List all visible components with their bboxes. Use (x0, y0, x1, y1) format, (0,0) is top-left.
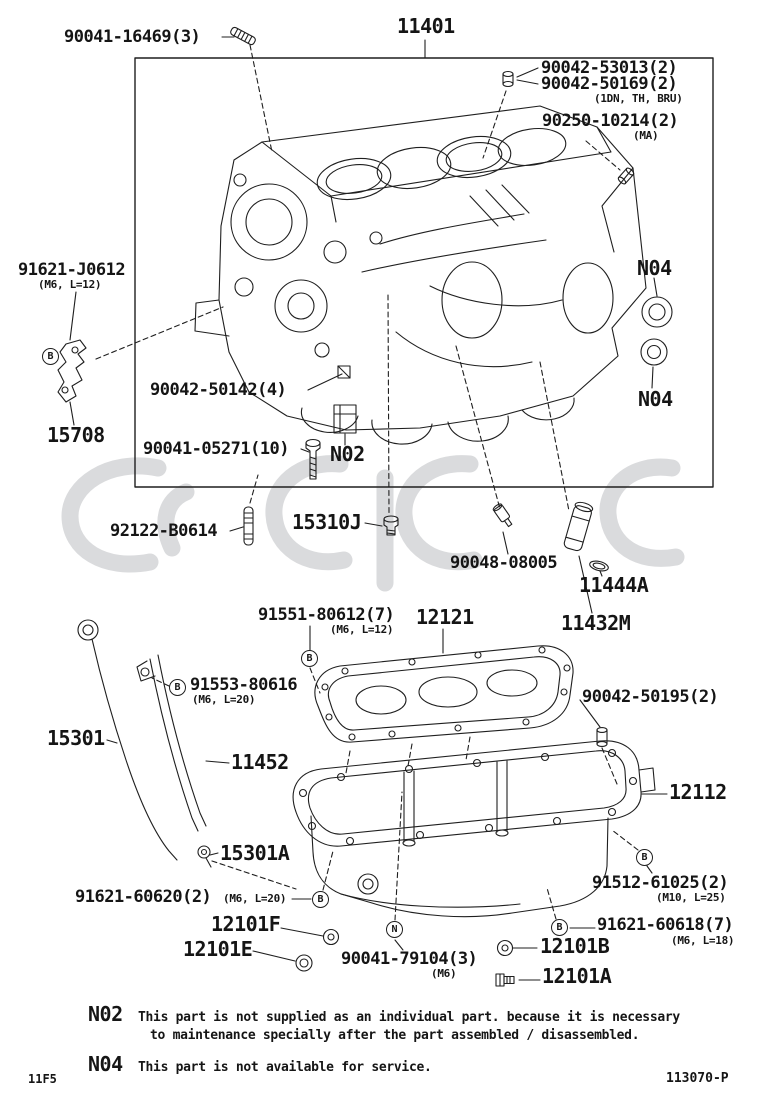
part-label-91621-60618: 91621-60618(7) (597, 915, 734, 935)
part-label-92122-B0614: 92122-B0614 (110, 521, 218, 541)
plug-icon-15310J (383, 515, 399, 536)
plug-icon-90042-50195 (596, 727, 608, 747)
plug-icon-90042-50142 (337, 365, 351, 379)
leader-lines (69, 36, 668, 981)
part-label-12121: 12121 (416, 605, 474, 629)
part-label-12101B: 12101B (540, 934, 610, 958)
guide-tube-drawing (136, 654, 212, 868)
grommet-icon-15301A (197, 845, 211, 859)
oil-pan-drawing (292, 740, 656, 918)
oil-pan-gasket-drawing (314, 645, 574, 743)
note-text-n02-line1: This part is not supplied as an individu… (138, 1010, 680, 1025)
callout-b-91621-60620: B (312, 891, 329, 908)
part-label-11432M: 11432M (561, 611, 631, 635)
page-code: 11F5 (28, 1072, 57, 1086)
note-code-n04: N04 (88, 1052, 123, 1076)
part-label-11452: 11452 (231, 750, 289, 774)
part-sublabel-ma: (MA) (633, 129, 659, 142)
part-label-12101F: 12101F (211, 912, 281, 936)
part-sublabel-1dn-th-bru: (1DN, TH, BRU) (594, 92, 683, 105)
plug-icon-12101E (295, 954, 313, 972)
part-label-90042-50142: 90042-50142(4) (150, 380, 287, 400)
part-sublabel-m6-l20-b: (M6, L=20) (223, 892, 287, 905)
oil-cooler-icon-11432M (563, 501, 594, 552)
part-label-91553-80616: 91553-80616 (190, 675, 298, 695)
part-label-15310J: 15310J (292, 510, 362, 534)
part-label-90041-05271: 90041-05271(10) (143, 439, 290, 459)
part-label-n02: N02 (330, 442, 365, 466)
bolt-icon-90041-05271 (305, 438, 321, 480)
part-label-91512-61025: 91512-61025(2) (592, 873, 729, 893)
oil-nozzle-drawing (57, 339, 87, 403)
part-label-15301: 15301 (47, 726, 105, 750)
part-label-91551-80612: 91551-80612(7) (258, 605, 395, 625)
stud-icon-90041-16469 (230, 26, 256, 46)
part-label-11401: 11401 (397, 14, 455, 38)
washer-icon-12101F (322, 928, 340, 946)
part-label-90041-79104: 90041-79104(3) (341, 949, 478, 969)
cylinder-block-drawing (194, 105, 647, 445)
callout-b-91553-80616: B (169, 679, 186, 696)
note-text-n02-line2: to maintenance specially after the part … (150, 1028, 640, 1043)
callout-n-90041-79104: N (386, 921, 403, 938)
part-label-11444A: 11444A (579, 573, 649, 597)
part-label-90250-10214: 90250-10214(2) (542, 111, 679, 131)
watermark (61, 455, 685, 592)
plug-icon-90250-10214 (617, 167, 635, 185)
part-label-12101A: 12101A (542, 964, 612, 988)
part-sublabel-m6-l18: (M6, L=18) (671, 934, 735, 947)
part-label-15708: 15708 (47, 423, 105, 447)
part-label-12112: 12112 (669, 780, 727, 804)
crankshaft-seal-drawings (640, 296, 673, 366)
part-label-90042-50169: 90042-50169(2) (541, 74, 678, 94)
callout-b-91512-61025: B (636, 849, 653, 866)
stud-icon-92122-B0614 (243, 506, 254, 546)
diagram-frame (134, 57, 714, 488)
drain-plug-icon-12101A (495, 973, 515, 987)
part-label-90041-16469: 90041-16469(3) (64, 27, 201, 47)
part-label-91621-60620: 91621-60620(2) (75, 887, 212, 907)
part-sublabel-m10-l25: (M10, L=25) (656, 891, 726, 904)
callout-b-91621-J0612: B (42, 348, 59, 365)
gasket-icon-12101B (496, 939, 514, 957)
part-label-n04-lower: N04 (638, 387, 673, 411)
part-label-12101E: 12101E (183, 937, 253, 961)
part-label-91621-J0612: 91621-J0612 (18, 260, 126, 280)
callout-b-91551-80612: B (301, 650, 318, 667)
callout-b-91621-60618: B (551, 919, 568, 936)
part-label-90042-50195: 90042-50195(2) (582, 687, 719, 707)
part-sublabel-m6-l12-b: (M6, L=12) (330, 623, 394, 636)
bracket-icon-n02 (333, 404, 357, 434)
dipstick-drawing (77, 619, 178, 861)
part-label-15301A: 15301A (220, 841, 290, 865)
figure-number: 113070-P (666, 1071, 729, 1086)
part-label-n04-upper: N04 (637, 256, 672, 280)
part-sublabel-m6-l20-a: (M6, L=20) (192, 693, 256, 706)
part-label-90042-53013: 90042-53013(2) (541, 58, 678, 78)
switch-icon-90048-08005 (492, 503, 513, 528)
note-text-n04: This part is not available for service. (138, 1060, 432, 1075)
o-ring-icon-11444A (589, 560, 609, 572)
fastener-icons (230, 26, 635, 987)
note-code-n02: N02 (88, 1002, 123, 1026)
part-sublabel-m6: (M6) (431, 967, 457, 980)
projection-lines (95, 44, 639, 921)
part-sublabel-m6-l12-a: (M6, L=12) (38, 278, 102, 291)
part-label-90048-08005: 90048-08005 (450, 553, 558, 573)
plug-icon-90042-53013 (502, 70, 514, 88)
